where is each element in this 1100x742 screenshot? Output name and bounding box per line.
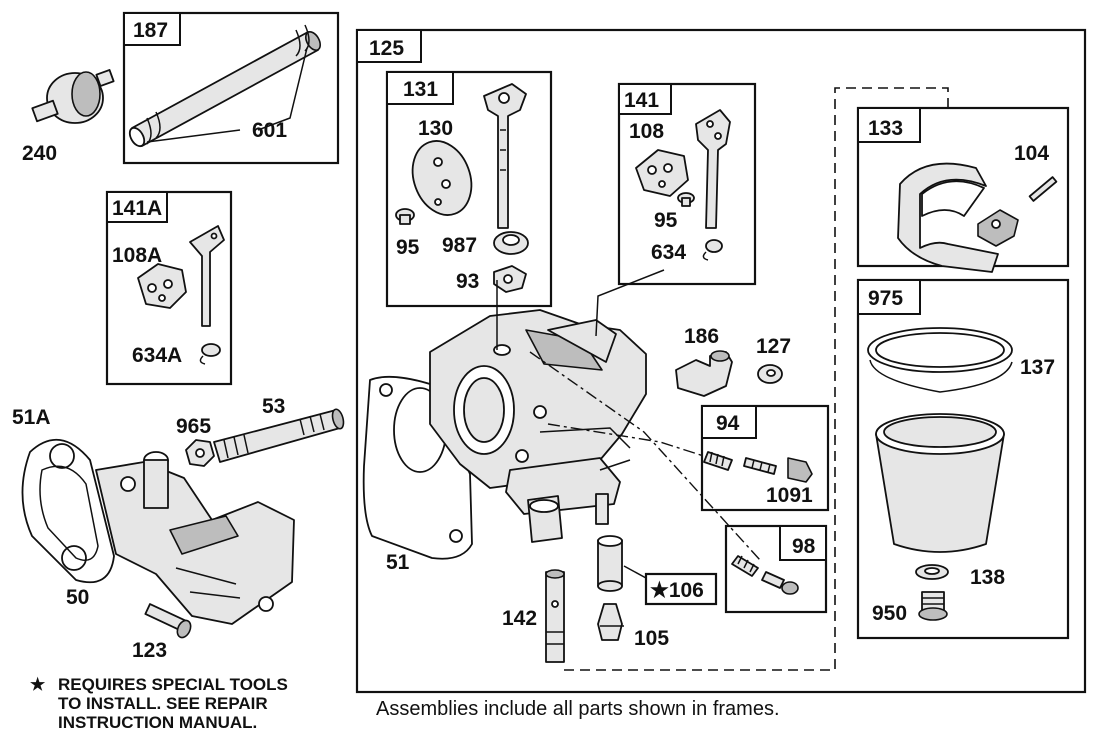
frame-label-133: 133 — [868, 117, 903, 140]
part-label-93: 93 — [456, 270, 479, 293]
idle-screw-98 — [731, 555, 799, 595]
gasket-137 — [867, 327, 1013, 393]
part-label-95-b: 95 — [654, 209, 678, 232]
intake-manifold-50 — [95, 451, 295, 625]
frame-label-94: 94 — [716, 412, 740, 435]
frame-label-141a: 141A — [112, 197, 162, 220]
nut-965 — [185, 439, 215, 467]
frame-141: 141 108 95 634 — [617, 82, 757, 286]
frame-label-125: 125 — [369, 37, 404, 60]
part-label-142: 142 — [502, 607, 537, 630]
part-label-105: 105 — [634, 627, 669, 650]
carburetor-body — [429, 309, 647, 543]
emulsion-tube-142 — [545, 569, 565, 663]
needle-105 — [597, 603, 624, 641]
mixture-screw-94 — [703, 451, 813, 483]
part-label-108: 108 — [629, 120, 664, 143]
frame-187: 187 601 — [122, 11, 340, 165]
part-label-127: 127 — [756, 335, 791, 358]
part-label-601: 601 — [252, 119, 287, 142]
washer-138 — [915, 564, 949, 580]
frame-label-141: 141 — [624, 89, 659, 112]
part-label-240: 240 — [22, 142, 57, 165]
part-label-186: 186 — [684, 325, 719, 348]
choke-shaft — [189, 225, 225, 327]
screw-95-b — [677, 192, 695, 207]
float-bowl-138 — [875, 413, 1005, 553]
frame-label-98: 98 — [792, 535, 816, 558]
part-label-108a: 108A — [112, 244, 162, 267]
part-label-965: 965 — [176, 415, 211, 438]
part-label-106: ★106 — [650, 579, 704, 602]
frame-label-131: 131 — [403, 78, 438, 101]
throttle-shaft — [483, 83, 527, 229]
frame-label-187: 187 — [133, 19, 168, 42]
part-label-95-a: 95 — [396, 236, 420, 259]
gasket-51a — [21, 438, 115, 584]
part-label-138: 138 — [970, 566, 1005, 589]
choke-shaft-141 — [695, 109, 731, 229]
part-label-104: 104 — [1014, 142, 1049, 165]
note-line-2: TO INSTALL. SEE REPAIR — [58, 694, 268, 713]
washer-127 — [757, 364, 783, 384]
frame-975: 975 137 138 950 — [856, 278, 1070, 640]
frame-133: 133 104 — [856, 106, 1070, 273]
float-pin-104 — [1028, 176, 1058, 202]
frame-label-975: 975 — [868, 287, 903, 310]
frame-98: 98 — [724, 524, 828, 614]
part-label-950: 950 — [872, 602, 907, 625]
part-label-137: 137 — [1020, 356, 1055, 379]
part-label-1091: 1091 — [766, 484, 813, 507]
frame-125: 125 — [355, 28, 1087, 694]
part-label-51: 51 — [386, 551, 410, 574]
main-jet-106 — [597, 535, 623, 592]
stud-53 — [213, 408, 345, 463]
part-label-987: 987 — [442, 234, 477, 257]
note-line-3: INSTRUCTION MANUAL. — [58, 713, 257, 732]
screw-123 — [144, 603, 192, 639]
float-133 — [897, 162, 1019, 273]
throttle-plate-130 — [411, 140, 473, 216]
spring-634 — [702, 239, 723, 261]
choke-plate-108 — [635, 149, 689, 197]
part-label-634: 634 — [651, 241, 686, 264]
seal-987 — [493, 231, 529, 255]
part-label-634a: 634A — [132, 344, 182, 367]
part-label-50: 50 — [66, 586, 89, 609]
frames-caption: Assemblies include all parts shown in fr… — [376, 698, 780, 720]
spring-634a — [199, 343, 221, 365]
frame-141a: 141A 108A 634A — [105, 190, 233, 386]
elbow-186 — [675, 350, 733, 397]
frame-94: 94 1091 — [700, 404, 830, 512]
part-label-123: 123 — [132, 639, 167, 662]
part-label-53: 53 — [262, 395, 285, 418]
note-line-1: REQUIRES SPECIAL TOOLS — [58, 675, 288, 694]
special-tools-note: ★ REQUIRES SPECIAL TOOLS TO INSTALL. SEE… — [30, 675, 288, 732]
bowl-nut-950 — [918, 591, 948, 621]
frame-131: 131 130 95 987 93 — [385, 70, 553, 308]
clip-93 — [493, 265, 527, 293]
part-label-51a: 51A — [12, 406, 51, 429]
note-star: ★ — [30, 675, 46, 694]
choke-plate-108a — [137, 263, 187, 309]
fuel-filter-240 — [31, 69, 115, 124]
part-label-130: 130 — [418, 117, 453, 140]
screw-95-a — [395, 208, 415, 225]
